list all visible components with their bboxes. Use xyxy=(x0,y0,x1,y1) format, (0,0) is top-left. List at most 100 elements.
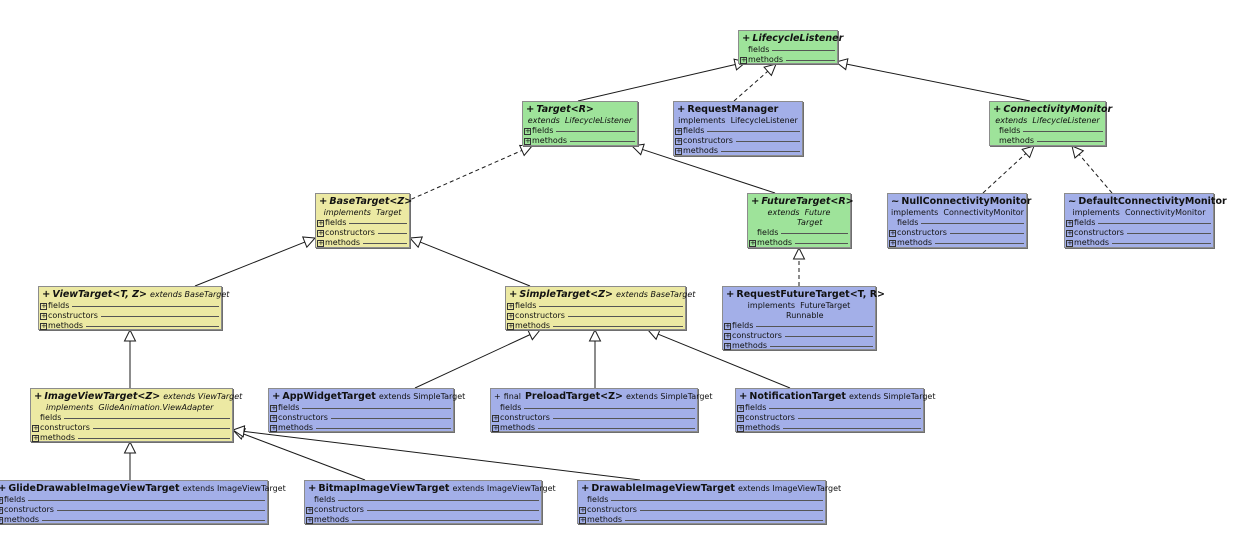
fields-section[interactable]: +fields xyxy=(39,301,221,311)
expand-icon[interactable]: + xyxy=(507,311,514,320)
expand-icon[interactable]: + xyxy=(889,238,896,247)
expand-icon[interactable]: + xyxy=(40,311,47,320)
expand-icon[interactable]: + xyxy=(1066,228,1073,237)
class-simpletarget[interactable]: +SimpleTarget<Z>extends BaseTarget +fiel… xyxy=(505,286,695,331)
methods-section[interactable]: +methods xyxy=(523,136,637,146)
expand-icon[interactable]: + xyxy=(724,321,731,330)
expand-icon[interactable]: + xyxy=(724,331,731,340)
fields-section[interactable]: +fields xyxy=(674,126,802,136)
expand-icon[interactable]: + xyxy=(740,55,747,64)
fields-section[interactable]: fields xyxy=(888,218,1026,228)
class-basetarget[interactable]: +BaseTarget<Z> implements Target +fields… xyxy=(315,193,412,248)
expand-icon[interactable]: + xyxy=(270,403,277,412)
fields-section[interactable]: fields xyxy=(739,45,837,55)
expand-icon[interactable]: + xyxy=(579,515,586,524)
expand-icon[interactable]: + xyxy=(507,321,514,330)
expand-icon[interactable]: + xyxy=(737,413,744,422)
constructors-section[interactable]: +constructors xyxy=(723,331,875,341)
constructors-section[interactable]: +constructors xyxy=(578,505,825,515)
methods-section[interactable]: +methods xyxy=(0,515,267,525)
expand-icon[interactable]: + xyxy=(306,505,313,514)
constructors-section[interactable]: +constructors xyxy=(0,505,267,515)
expand-icon[interactable]: + xyxy=(524,136,531,145)
constructors-section[interactable]: +constructors xyxy=(269,413,453,423)
fields-section[interactable]: +fields xyxy=(269,403,453,413)
fields-section[interactable]: fields xyxy=(748,228,850,238)
class-requestfuturetarget[interactable]: +RequestFutureTarget<T, R> implements Fu… xyxy=(722,286,885,351)
fields-section[interactable]: fields xyxy=(305,495,541,505)
methods-section[interactable]: +methods xyxy=(39,321,221,331)
expand-icon[interactable]: + xyxy=(317,218,324,227)
fields-section[interactable]: fields xyxy=(31,413,232,423)
expand-icon[interactable]: + xyxy=(1066,238,1073,247)
class-imageviewtarget[interactable]: +ImageViewTarget<Z>extends ViewTarget im… xyxy=(30,388,242,443)
expand-icon[interactable]: + xyxy=(675,146,682,155)
expand-icon[interactable]: + xyxy=(1066,218,1073,227)
methods-section[interactable]: +methods xyxy=(31,433,232,443)
class-nullconnectivitymonitor[interactable]: ~NullConnectivityMonitor implements Conn… xyxy=(887,193,1031,248)
expand-icon[interactable]: + xyxy=(507,301,514,310)
fields-section[interactable]: +fields xyxy=(1065,218,1213,228)
expand-icon[interactable]: + xyxy=(306,515,313,524)
fields-section[interactable]: +fields xyxy=(506,301,685,311)
constructors-section[interactable]: +constructors xyxy=(491,413,697,423)
expand-icon[interactable]: + xyxy=(889,228,896,237)
expand-icon[interactable]: + xyxy=(270,413,277,422)
methods-section[interactable]: +methods xyxy=(305,515,541,525)
expand-icon[interactable]: + xyxy=(579,505,586,514)
expand-icon[interactable]: + xyxy=(32,423,39,432)
class-connectivitymonitor[interactable]: +ConnectivityMonitor extends LifecycleLi… xyxy=(989,101,1112,146)
methods-section[interactable]: +methods xyxy=(1065,238,1213,248)
fields-section[interactable]: fields xyxy=(578,495,825,505)
fields-section[interactable]: +fields xyxy=(523,126,637,136)
fields-section[interactable]: fields xyxy=(990,126,1105,136)
methods-section[interactable]: +methods xyxy=(723,341,875,351)
constructors-section[interactable]: +constructors xyxy=(888,228,1026,238)
expand-icon[interactable]: + xyxy=(40,321,47,330)
methods-section[interactable]: +methods xyxy=(674,146,802,156)
expand-icon[interactable]: + xyxy=(317,228,324,237)
class-defaultconnectivitymonitor[interactable]: ~DefaultConnectivityMonitor implements C… xyxy=(1064,193,1227,248)
fields-section[interactable]: fields xyxy=(491,403,697,413)
fields-section[interactable]: +fields xyxy=(0,495,267,505)
expand-icon[interactable]: + xyxy=(675,126,682,135)
fields-section[interactable]: +fields xyxy=(736,403,923,413)
expand-icon[interactable]: + xyxy=(492,413,499,422)
expand-icon[interactable]: + xyxy=(524,126,531,135)
expand-icon[interactable]: + xyxy=(749,238,756,247)
expand-icon[interactable]: + xyxy=(317,238,324,247)
expand-icon[interactable]: + xyxy=(0,516,3,524)
expand-icon[interactable]: + xyxy=(737,423,744,432)
constructors-section[interactable]: +constructors xyxy=(39,311,221,321)
constructors-section[interactable]: +constructors xyxy=(316,228,409,238)
methods-section[interactable]: +methods xyxy=(739,55,837,65)
class-futuretarget[interactable]: +FutureTarget<R> extends Future Target f… xyxy=(747,193,854,248)
methods-section[interactable]: +methods xyxy=(888,238,1026,248)
methods-section[interactable]: +methods xyxy=(736,423,923,433)
expand-icon[interactable]: + xyxy=(675,136,682,145)
class-lifecyclelistener[interactable]: +LifecycleListener fields +methods xyxy=(738,30,843,65)
methods-section[interactable]: +methods xyxy=(506,321,685,331)
methods-section[interactable]: methods xyxy=(990,136,1105,146)
expand-icon[interactable]: + xyxy=(40,301,47,310)
methods-section[interactable]: +methods xyxy=(491,423,697,433)
expand-icon[interactable]: + xyxy=(492,423,499,432)
expand-icon[interactable]: + xyxy=(270,423,277,432)
expand-icon[interactable]: + xyxy=(0,496,3,504)
constructors-section[interactable]: +constructors xyxy=(1065,228,1213,238)
methods-section[interactable]: +methods xyxy=(316,238,409,248)
class-viewtarget[interactable]: +ViewTarget<T, Z>extends BaseTarget +fie… xyxy=(38,286,229,331)
constructors-section[interactable]: +constructors xyxy=(736,413,923,423)
constructors-section[interactable]: +constructors xyxy=(674,136,802,146)
expand-icon[interactable]: + xyxy=(724,341,731,350)
methods-section[interactable]: +methods xyxy=(578,515,825,525)
constructors-section[interactable]: +constructors xyxy=(506,311,685,321)
fields-section[interactable]: +fields xyxy=(723,321,875,331)
constructors-section[interactable]: +constructors xyxy=(305,505,541,515)
expand-icon[interactable]: + xyxy=(737,403,744,412)
